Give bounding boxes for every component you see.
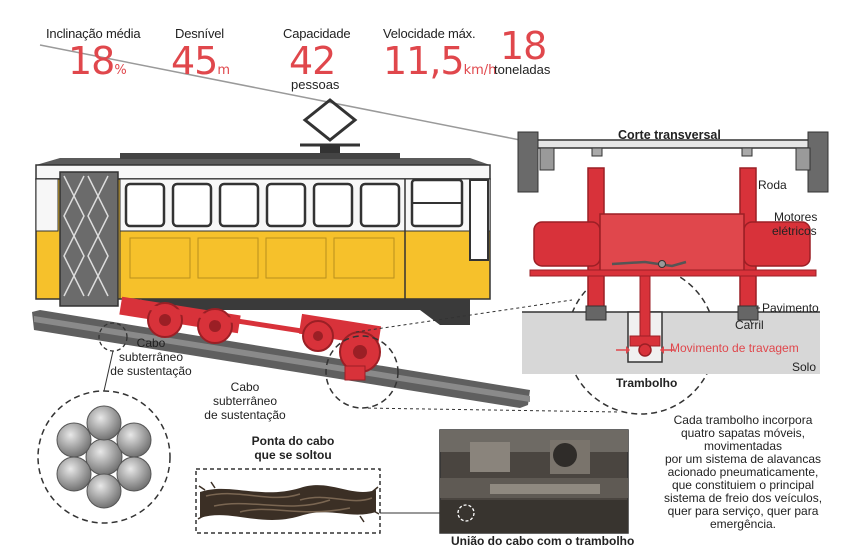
stat-inclinacao: Inclinação média 18% [46, 26, 141, 91]
stat-value: 18 [500, 24, 547, 68]
stat-unit: m [217, 63, 231, 78]
ponta-cabo-line1: Ponta do cabo [251, 434, 335, 448]
stat-label: Inclinação média [46, 26, 141, 41]
description-line: acionado pneumaticamente, [667, 465, 819, 479]
cable-label-a-line3: de sustentação [110, 364, 192, 378]
description-line: movimentadas [703, 439, 783, 453]
label-carril: Carril [735, 318, 764, 332]
stat-value: 45 [171, 39, 218, 83]
label-roda: Roda [758, 178, 787, 192]
frayed-cable-photo [197, 481, 380, 523]
description-line: emergência. [709, 517, 777, 531]
stat-label: Desnível [175, 26, 224, 41]
description-line: quatro sapatas móveis, [680, 426, 806, 440]
stat-unit: km/h [463, 63, 497, 78]
uniao-cabo-label: União do cabo com o trambolho [451, 534, 635, 548]
cable-label-b-line3: de sustentação [204, 408, 286, 422]
cable-label-a-line1: Cabo [136, 336, 166, 350]
pantograph-icon [300, 98, 360, 154]
cable-union-photo [439, 429, 629, 534]
description-line: quer para serviço, quer para [667, 504, 819, 518]
description-line: Cada trambolho incorpora [673, 413, 813, 427]
ponta-cabo-label: Ponta do cabo que se soltou [238, 434, 348, 462]
label-motores-2: elétricos [772, 224, 817, 238]
description-line: que constituiem o principal [671, 478, 815, 492]
cable-strands-icon [56, 405, 152, 509]
stat-label: Capacidade [283, 26, 351, 41]
stat-peso: 18 toneladas [494, 26, 550, 77]
stat-unit: % [114, 63, 127, 78]
label-solo: Solo [792, 360, 817, 374]
description-line: por um sistema de alavancas [664, 452, 822, 466]
description-line: sistema de freio dos veículos, [663, 491, 823, 505]
label-pavimento: Pavimento [762, 301, 819, 315]
overhead-wire [39, 44, 521, 141]
tram-body [35, 153, 491, 325]
stat-value: 18 [68, 39, 115, 83]
cable-label-b-line1: Cabo [230, 380, 260, 394]
cable-label-b-line2: subterrâneo [212, 394, 278, 408]
stat-capacidade: Capacidade 42 pessoas [283, 26, 351, 92]
cross-section-title: Corte transversal [618, 128, 721, 142]
stat-value: 11,5 [383, 39, 465, 83]
stat-label: Velocidade máx. [383, 26, 476, 41]
cross-section-diagram [517, 131, 829, 374]
stat-velocidade: Velocidade máx. 11,5km/h [383, 26, 496, 91]
stat-desnivel: Desnível 45m [171, 26, 231, 91]
label-trambolho: Trambolho [616, 376, 678, 390]
trambolho-description: Cada trambolho incorpora quatro sapatas … [652, 414, 834, 531]
trambolho-detail-circle [325, 335, 399, 409]
bogie-front [298, 313, 382, 381]
label-motores-1: Motores [774, 210, 818, 224]
stat-value: 42 [289, 39, 336, 83]
cable-label-a-line2: subterrâneo [118, 350, 184, 364]
stat-sub: toneladas [494, 62, 551, 77]
cable-label-b: Cabo subterrâneo de sustentação [198, 380, 292, 422]
cable-label-a: Cabo subterrâneo de sustentação [106, 336, 196, 378]
stat-sub: pessoas [291, 77, 340, 92]
label-movimento-travagem: Movimento de travagem [670, 341, 799, 355]
ponta-cabo-line2: que se soltou [254, 448, 332, 462]
